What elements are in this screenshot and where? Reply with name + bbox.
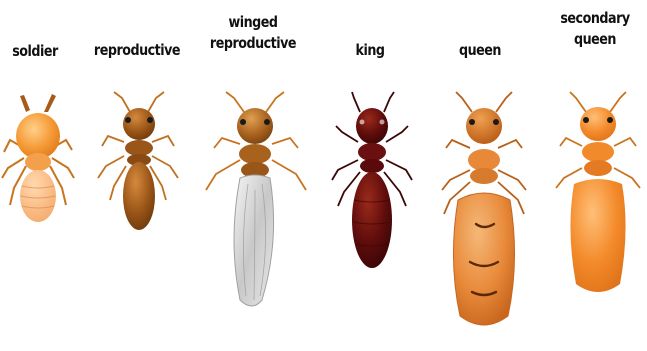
termite-soldier [2, 94, 74, 222]
termite-secondary-queen [556, 92, 640, 292]
termite-king [332, 92, 412, 268]
termite-reproductive [98, 92, 178, 230]
termite-winged-reproductive [206, 92, 306, 306]
termite-queen [442, 92, 526, 325]
